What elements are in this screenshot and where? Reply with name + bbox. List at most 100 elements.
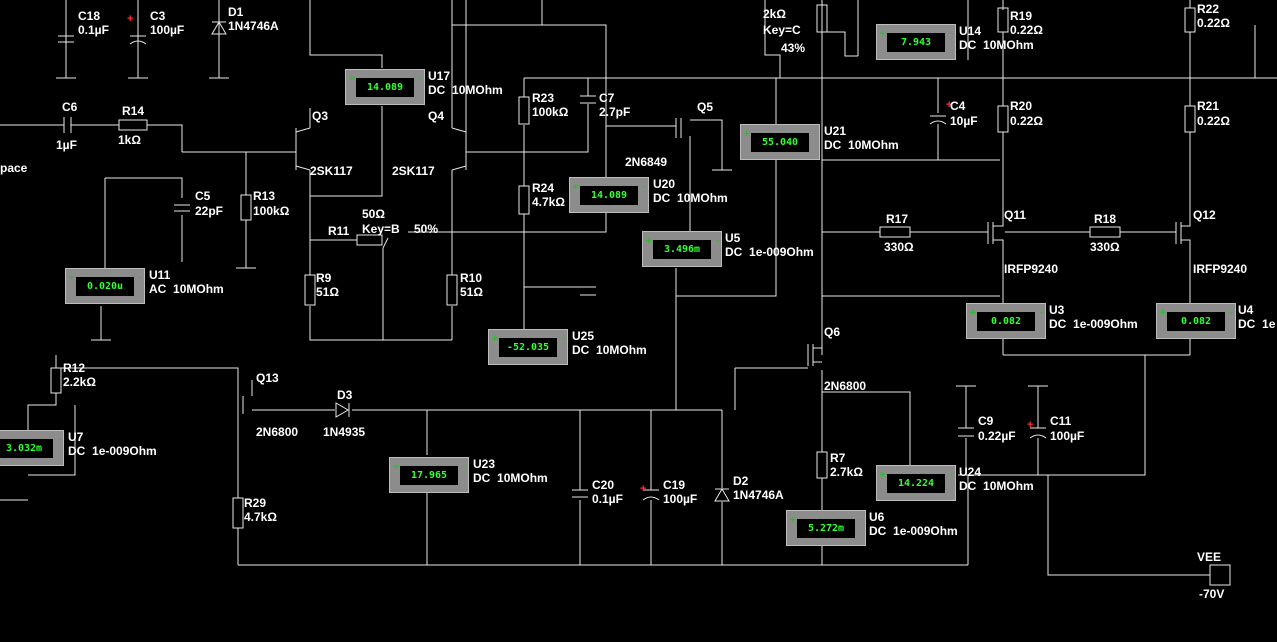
- r18-ref: R18: [1094, 212, 1116, 226]
- meter-impedance: 1e-009Ohm: [893, 524, 958, 538]
- meter-ref: U3: [1049, 303, 1065, 317]
- capacitor-c7-symbol: [580, 95, 596, 104]
- meter-plus-terminal: +: [491, 334, 499, 344]
- c4-value: 10µF: [950, 114, 978, 128]
- multimeter-u11[interactable]: +0.020u-: [65, 268, 145, 304]
- q4-value: 2SK117: [392, 164, 435, 178]
- meter-mode: DC: [725, 245, 743, 259]
- meter-plus-terminal: +: [392, 462, 400, 472]
- resistor-r29-body: [232, 497, 244, 529]
- r23-ref: R23: [532, 91, 554, 105]
- c18-value: 0.1µF: [78, 23, 109, 37]
- meter-plus-terminal: +: [645, 236, 653, 246]
- q3-value: 2SK117: [310, 164, 353, 178]
- multimeter-u4[interactable]: +0.082-: [1156, 303, 1236, 339]
- zener-d2-symbol: [714, 488, 730, 502]
- meter-impedance: 10MOhm: [497, 471, 548, 485]
- d2-value: 1N4746A: [733, 488, 784, 502]
- meter-impedance: 10MOhm: [173, 282, 224, 296]
- meter-ref: U20: [653, 177, 676, 191]
- r11-key: Key=B: [362, 222, 400, 236]
- meter-minus-terminal: -: [949, 470, 953, 480]
- meter-mode: DC: [869, 524, 887, 538]
- multimeter-u7[interactable]: +3.032m-: [0, 430, 64, 466]
- meter-minus-terminal: -: [57, 435, 61, 445]
- capacitor-c9-symbol: [958, 427, 974, 437]
- meter-plus-terminal: +: [348, 74, 356, 84]
- r11-value: 50Ω: [362, 207, 385, 221]
- meter-ref: U14: [959, 24, 982, 38]
- multimeter-u17[interactable]: +14.089-: [345, 69, 425, 105]
- meter-plus-terminal: +: [743, 129, 751, 139]
- diode-d3-symbol: [335, 402, 350, 418]
- q11-value: IRFP9240: [1004, 262, 1058, 276]
- resistor-r20-body: [997, 105, 1009, 133]
- r20-ref: R20: [1010, 99, 1032, 113]
- meter-reading: 55.040: [751, 133, 809, 152]
- resistor-r22-body: [1184, 7, 1196, 33]
- c5-value: 22pF: [195, 204, 223, 218]
- capacitor-c6-symbol: [55, 117, 80, 133]
- vee-source-box: [1209, 564, 1231, 586]
- meter-impedance: 10MOhm: [677, 191, 728, 205]
- meter-minus-terminal: -: [715, 236, 719, 246]
- meter-plus-terminal: +: [969, 308, 977, 318]
- capacitor-c18-symbol: [58, 35, 74, 43]
- r11-pct: 50%: [414, 222, 438, 236]
- r9-ref: R9: [316, 271, 332, 285]
- meter-mode: AC: [149, 282, 167, 296]
- multimeter-u3[interactable]: +0.082-: [966, 303, 1046, 339]
- meter-minus-terminal: -: [561, 334, 565, 344]
- meter-ref: U24: [959, 465, 982, 479]
- meter-reading: 7.943: [887, 33, 945, 52]
- multimeter-u25[interactable]: +-52.035-: [488, 329, 568, 365]
- d3-value: 1N4935: [323, 425, 365, 439]
- meter-plus-terminal: +: [68, 273, 76, 283]
- meter-reading: 0.082: [1167, 312, 1225, 331]
- c4-ref: C4: [950, 99, 966, 113]
- multimeter-u23[interactable]: +17.965-: [389, 457, 469, 493]
- q4-ref: Q4: [428, 109, 444, 123]
- c19-plus-mark: +: [640, 483, 646, 495]
- mosfet-q13-symbol: [237, 396, 244, 414]
- meter-impedance: 10MOhm: [848, 138, 899, 152]
- mosfet-q5-symbol: [675, 118, 682, 138]
- meter-impedance: 1e-009Ohm: [749, 245, 814, 259]
- multimeter-u21[interactable]: +55.040-: [740, 124, 820, 160]
- q11-ref: Q11: [1004, 208, 1026, 222]
- meter-impedance: 1e: [1262, 317, 1276, 331]
- resistor-r23-body: [518, 96, 530, 125]
- vee-ref: VEE: [1197, 550, 1221, 564]
- meter-mode: DC: [1049, 317, 1067, 331]
- q5-ref: Q5: [697, 100, 713, 114]
- resistor-r24-body: [518, 185, 530, 215]
- resistor-r9-body: [304, 274, 316, 306]
- meter-impedance: 10MOhm: [983, 479, 1034, 493]
- q6-value: 2N6800: [824, 379, 866, 393]
- multimeter-u14[interactable]: +7.943-: [876, 24, 956, 60]
- multimeter-u20[interactable]: +14.089-: [569, 177, 649, 213]
- resistor-r19-body: [997, 7, 1009, 33]
- capacitor-c11-symbol: [1029, 427, 1047, 439]
- meter-minus-terminal: -: [418, 74, 422, 84]
- multimeter-u5[interactable]: +3.496m-: [642, 231, 722, 267]
- meter-minus-terminal: -: [1039, 308, 1043, 318]
- r10-ref: R10: [460, 271, 482, 285]
- vee-value: -70V: [1199, 587, 1224, 601]
- meter-minus-terminal: -: [1229, 308, 1233, 318]
- resistor-r21-body: [1184, 105, 1196, 133]
- r22-ref: R22: [1197, 2, 1219, 16]
- pot-2k-body: [816, 4, 828, 33]
- meter-ref: U4: [1238, 303, 1254, 317]
- multimeter-u6[interactable]: +5.272m-: [786, 510, 866, 546]
- multimeter-u24[interactable]: +14.224-: [876, 465, 956, 501]
